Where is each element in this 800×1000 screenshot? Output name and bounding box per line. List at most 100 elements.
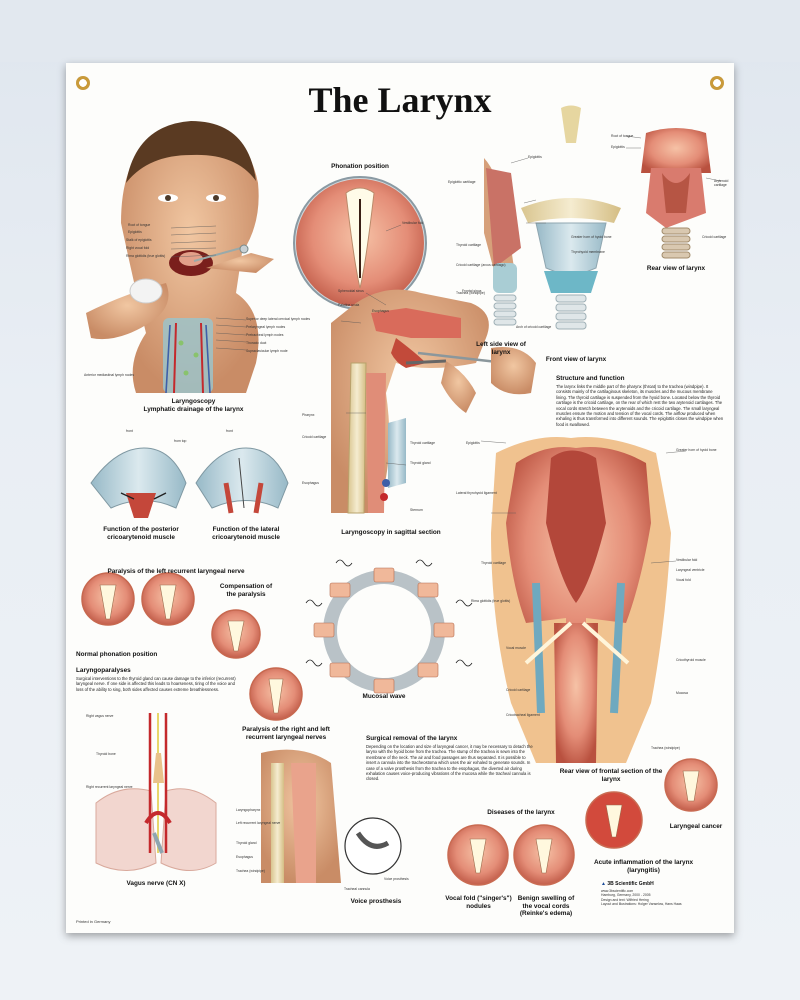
vagus-nerve-illustration: [95, 713, 217, 871]
label: Cricotracheal ligament: [506, 713, 540, 717]
label: Cricoid cartilage: [506, 688, 531, 692]
label: Superior deep lateral cervical lymph nod…: [246, 317, 311, 321]
label: Vestibular fold: [676, 558, 698, 562]
label: Mucosa: [676, 691, 688, 695]
rear-view-caption: Rear view of larynx: [646, 265, 706, 272]
mucosal-wave-caption: Mucosal wave: [362, 693, 406, 700]
disease-vocal-folds: [469, 770, 700, 874]
label: Cricoid cartilage (arcus cartilago): [456, 263, 506, 267]
compensation-caption: Compensation of the paralysis: [219, 583, 273, 598]
label: Vocal fold: [676, 578, 691, 582]
label: Voice prosthesis: [384, 877, 409, 881]
benign-caption: Benign swelling of the vocal cords (Rein…: [517, 895, 575, 918]
label: Thyroid bone: [96, 752, 116, 756]
front-view-caption: Front view of larynx: [545, 356, 607, 363]
label: Epiglottis: [611, 145, 625, 149]
anatomy-illustrations: [81, 105, 722, 886]
label: Esophagus: [302, 481, 319, 485]
label: Vocal muscle: [506, 646, 526, 650]
structure-heading: Structure and function: [556, 375, 625, 382]
label: Greater horn of hyoid bone: [676, 448, 717, 452]
label: Right recurrent laryngeal nerve: [86, 785, 133, 789]
label: Right vagus nerve: [86, 714, 114, 718]
label: Sternum: [410, 508, 423, 512]
label: Thyroid cartilage: [410, 441, 436, 445]
label: Epiglottis: [466, 441, 480, 445]
frontal-section-caption: Rear view of frontal section of the lary…: [559, 768, 663, 783]
label: Trachea (windpipe): [236, 869, 265, 873]
label: Thyroid gland: [410, 461, 431, 465]
phonation-caption: Phonation position: [331, 163, 389, 170]
left-side-view-illustration: [484, 158, 521, 326]
frontal-section-illustration: [491, 437, 671, 763]
label: Esophagus: [236, 855, 253, 859]
poster-title: The Larynx: [308, 80, 492, 120]
grommet-icon: [710, 76, 724, 90]
label: Trachea (windpipe): [456, 291, 485, 295]
label: Stalk of epiglottis: [126, 238, 152, 242]
label: Tracheal cannula: [344, 887, 370, 891]
label: Greater horn of hyoid bone: [571, 235, 612, 239]
leader-lines: [170, 135, 722, 564]
label: Left recurrent laryngeal nerve: [236, 821, 281, 825]
label: Trachea (windpipe): [651, 746, 680, 750]
label: Thyroid cartilage: [456, 243, 482, 247]
left-nerve-caption: Paralysis of the left recurrent laryngea…: [107, 568, 245, 575]
label: Arytenoid cartilage: [714, 179, 729, 187]
structure-text: The larynx links the middle part of the …: [556, 384, 724, 427]
label: Thoracic duct: [246, 341, 267, 345]
label: Lateral thyrohyoid ligament: [456, 491, 497, 495]
lateral-muscle-caption: Function of the lateral cricoarytenoid m…: [212, 526, 280, 541]
posterior-muscle-caption: Function of the posterior cricoarytenoid…: [103, 526, 179, 541]
front-view-illustration: [521, 105, 621, 330]
publisher-credits: www.3bscientific.com Hamburg, Germany, 2…: [601, 889, 682, 907]
label: Epiglottis: [128, 230, 142, 234]
label: Rima glottidis (true glottis): [471, 599, 511, 603]
label: front: [126, 429, 133, 433]
label: Arch of cricoid cartilage: [516, 325, 552, 329]
label: Pretracheal lymph nodes: [246, 333, 284, 337]
label: from top: [174, 439, 187, 443]
rear-view-illustration: [641, 128, 711, 259]
label: Pharynx: [302, 413, 315, 417]
diseases-heading: Diseases of the larynx: [487, 809, 555, 816]
label: Thyrohyoid membrane: [571, 250, 605, 254]
label: front: [226, 429, 233, 433]
voice-prosthesis-illustration: [261, 749, 402, 883]
label: Cricothyroid muscle: [676, 658, 706, 662]
publisher-name: ▲ 3B Scientific GmbH: [601, 881, 654, 887]
label: Esophagus: [372, 309, 389, 313]
right-left-paralysis-caption: Paralysis of the right and left recurren…: [242, 726, 330, 741]
label: Cricoid cartilage: [702, 235, 727, 239]
laryngoparalyses-text: Surgical interventions to the thyroid gl…: [76, 676, 236, 692]
sagittal-caption: Laryngoscopy in sagittal section: [341, 529, 441, 536]
label: Vestibular fold: [402, 221, 424, 225]
laryngoparalyses-heading: Laryngoparalyses: [76, 667, 131, 674]
posterior-cricoarytenoid-illustration: [90, 447, 187, 518]
label: Laryngopharynx: [236, 808, 261, 812]
label: Thyroid cartilage: [481, 561, 507, 565]
larynx-poster: The Larynx: [66, 63, 734, 933]
normal-phonation-caption: Normal phonation position: [76, 651, 158, 658]
label: Prelaryngeal lymph nodes: [246, 325, 286, 329]
laryngoscopy-illustration: [86, 121, 274, 394]
mucosal-wave-illustration: [305, 559, 473, 694]
publisher-text: 3B Scientific GmbH: [607, 881, 654, 887]
label: Palatine uvula: [338, 303, 360, 307]
lateral-cricoarytenoid-illustration: [195, 447, 289, 514]
label: Thyroid gland: [236, 841, 257, 845]
label: Root of tongue: [611, 134, 634, 138]
label: Rima glottidis (true glottis): [126, 254, 166, 258]
label: Epiglottic cartilage: [448, 180, 476, 184]
label: Anterior mediastinal lymph nodes: [84, 373, 135, 377]
label: Laryngeal ventricle: [676, 568, 705, 572]
acute-caption: Acute inflammation of the larynx (laryng…: [593, 859, 694, 874]
printed-in: Printed in Germany: [76, 919, 111, 924]
voice-prosthesis-caption: Voice prosthesis: [350, 898, 402, 905]
left-side-caption: Left side view of larynx: [476, 341, 526, 356]
label: Epiglottis: [528, 155, 542, 159]
publisher-logo-icon: ▲: [601, 881, 606, 887]
nodules-caption: Vocal fold ("singer's") nodules: [445, 895, 512, 910]
surgical-text: Depending on the location and size of la…: [366, 744, 533, 782]
vocal-fold-details: [99, 584, 284, 714]
